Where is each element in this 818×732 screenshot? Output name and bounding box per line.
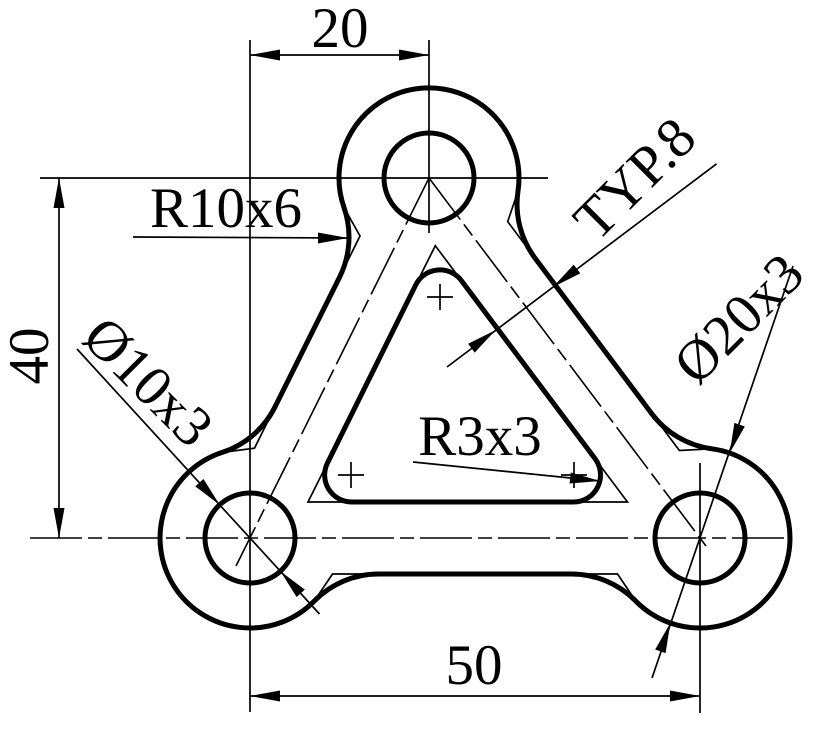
arrow-dim20-right — [399, 49, 429, 61]
corner-mark — [573, 458, 630, 503]
arrow-d20x3-upper — [729, 422, 745, 453]
arrow-dim40-down — [53, 508, 65, 538]
leader-r10x6 — [132, 236, 349, 239]
arrow-r3x3 — [569, 472, 600, 484]
fillet-corner-marks — [222, 190, 712, 602]
callout-r3x3-label: R3x3 — [418, 405, 542, 468]
dim-40-label: 40 — [0, 328, 61, 385]
corner-mark — [313, 573, 379, 602]
corner-mark — [506, 190, 536, 259]
arrow-dim50-left — [250, 690, 280, 702]
corner-mark — [415, 244, 463, 286]
dim-20-label: 20 — [312, 0, 369, 60]
triangular-cutout — [322, 267, 603, 505]
corner-mark — [571, 573, 637, 602]
callout-d10x3-label: Ø10x3 — [71, 305, 225, 459]
dim-50-label: 50 — [446, 634, 503, 697]
center-cross — [427, 284, 453, 310]
arrow-d10x3-upper — [195, 479, 220, 505]
arrow-typ8-inner — [468, 330, 496, 353]
axis-top-to-left — [235, 177, 430, 567]
arrow-dim50-right — [670, 690, 700, 702]
center-cross — [338, 462, 364, 488]
callout-r10x6-label: R10x6 — [150, 177, 302, 240]
leader-d10x3 — [76, 348, 321, 615]
corner-mark — [338, 207, 361, 278]
arrow-d20x3-lower — [655, 623, 671, 654]
corner-mark — [306, 462, 352, 503]
corner-mark — [651, 413, 712, 452]
arrow-dim40-up — [53, 178, 65, 208]
leader-r3x3 — [412, 461, 601, 482]
callout-typ8-label: TYP.8 — [562, 106, 708, 252]
callout-d20x3-label: Ø20x3 — [662, 242, 816, 396]
centerlines — [30, 177, 786, 567]
arrow-dim20-left — [250, 49, 280, 61]
arrow-typ8-outer — [553, 264, 581, 287]
leader-d20x3 — [651, 265, 794, 679]
arrowheads — [53, 49, 745, 702]
dimension-labels: 20 40 50 R10x6 TYP.8 Ø10x3 Ø20x3 R3x3 — [0, 0, 816, 697]
corner-mark — [222, 406, 276, 454]
arrow-d10x3-lower — [280, 571, 305, 597]
axis-top-to-right — [428, 177, 707, 547]
arrow-r10x6 — [318, 232, 348, 244]
outer-profile — [157, 85, 793, 631]
